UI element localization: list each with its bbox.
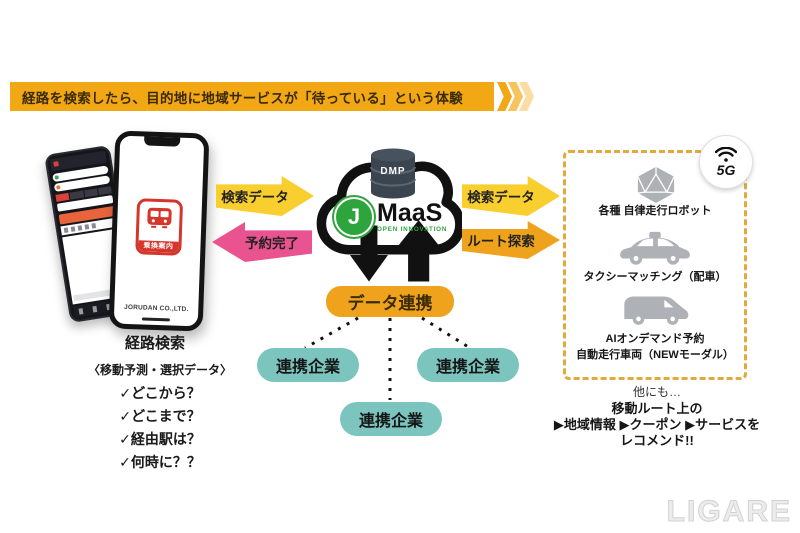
headline-text: 経路を検索したら、目的地に地域サービスが「待っている」という体験 (22, 90, 463, 106)
ai-ondemand-label: AIオンデマンド予約 (605, 333, 705, 345)
ligare-watermark: LIGARE (666, 495, 792, 529)
taxi-icon (620, 231, 690, 265)
more-intro: 他にも… (632, 385, 681, 399)
mobility-data-header: 〈移動予測・選択データ〉 (87, 363, 232, 377)
checklist-item: ✓何時に？？ (119, 454, 201, 470)
partner-company: 連携企業 (257, 348, 359, 382)
partner-connectors (304, 316, 471, 400)
checklist-item: ✓経由駅は？ (119, 431, 201, 447)
chevron-right-icon (497, 82, 512, 111)
autonomous-robot-icon (637, 166, 675, 203)
robot-service-label: 各種 自律走行ロボット (598, 205, 712, 217)
phone-notch (143, 136, 181, 147)
partner-company: 連携企業 (417, 348, 519, 382)
maas-wordmark: MaaS (377, 198, 443, 227)
more-line: ▶地域情報 ▶クーポン ▶サービスを (553, 417, 761, 432)
checklist-item: ✓どこまで？ (119, 408, 201, 424)
train-icon (147, 207, 172, 229)
download-arrow-icon (349, 225, 388, 282)
norikae-annai-app-icon: 乗換案内 (135, 198, 184, 256)
open-innovation-tagline: OPEN INNOVATION (377, 225, 448, 233)
partner-company: 連携企業 (340, 402, 442, 436)
booking-done-arrow: 予約完了 (212, 222, 312, 262)
autonomous-van-icon (624, 296, 689, 325)
chevron-right-icon (508, 82, 523, 111)
search-data-arrow-right: 検索データ (462, 176, 560, 216)
5g-label: 5G (716, 162, 736, 178)
home-indicator (141, 317, 170, 322)
headline-banner: 経路を検索したら、目的地に地域サービスが「待っている」という体験 (10, 82, 494, 111)
dmp-database-icon: DMP (368, 147, 418, 199)
data-link-hub: データ連携 (326, 286, 454, 317)
jmaas-logo: J MaaS OPEN INNOVATION (334, 197, 447, 237)
chevron-right-icon (519, 82, 534, 111)
checklist-item: ✓どこから？ (119, 385, 201, 401)
jmaas-j-icon: J (334, 197, 374, 237)
app-icon-label: 乗換案内 (138, 240, 179, 253)
wifi-icon (715, 147, 737, 162)
5g-badge: 5G (699, 135, 753, 189)
more-line: 移動ルート上の (611, 401, 703, 416)
search-data-arrow-left: 検索データ (216, 176, 314, 216)
route-search-caption: 経路検索 (124, 335, 185, 352)
route-search-arrow: ルート探索 (462, 221, 560, 259)
taxi-service-label: タクシーマッチング（配車） (583, 271, 727, 283)
jorudan-phone: 乗換案内 JORUDAN CO.,LTD. (108, 130, 210, 332)
dmp-label: DMP (380, 166, 406, 177)
autonomous-vehicle-label: 自動走行車両（NEWモーダル） (576, 349, 734, 361)
more-line: レコメンド!! (620, 433, 694, 448)
jorudan-brand: JORUDAN CO.,LTD. (123, 303, 189, 314)
